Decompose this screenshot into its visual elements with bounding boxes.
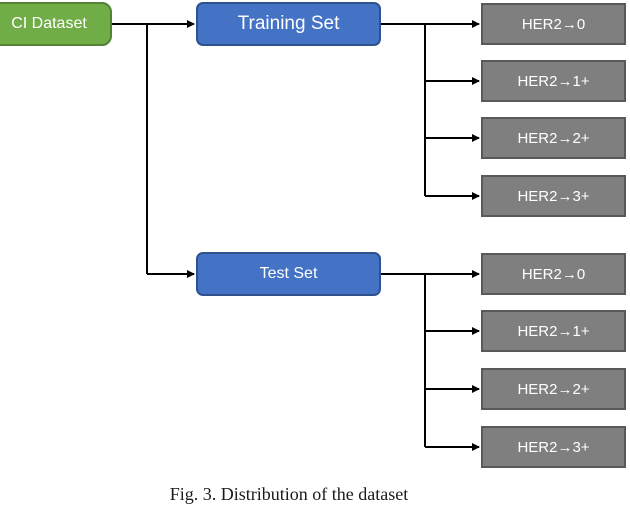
test-class-node-0: HER2→0 <box>481 253 626 295</box>
connector-lines <box>112 20 480 451</box>
test-set-label: Test Set <box>259 265 318 282</box>
test-class-node-1: HER2→1+ <box>481 310 626 352</box>
root-dataset-node: CI Dataset <box>0 2 112 46</box>
training-class-node-0: HER2→0 <box>481 3 626 45</box>
training-class-node-2: HER2→2+ <box>481 117 626 159</box>
training-set-label: Training Set <box>237 13 340 34</box>
figure-caption: Fig. 3. Distribution of the dataset <box>169 484 409 504</box>
test-class-node-2: HER2→2+ <box>481 368 626 410</box>
training-class-label: HER2→2+ <box>517 129 590 147</box>
training-class-node-1: HER2→1+ <box>481 60 626 102</box>
test-class-label: HER2→0 <box>521 265 586 283</box>
test-class-label: HER2→2+ <box>517 380 590 398</box>
test-class-label: HER2→1+ <box>517 322 590 340</box>
training-class-label: HER2→1+ <box>517 72 590 90</box>
training-class-label: HER2→0 <box>521 15 586 33</box>
training-set-node: Training Set <box>196 2 381 46</box>
training-class-label: HER2→3+ <box>517 187 590 205</box>
root-dataset-label: CI Dataset <box>11 15 87 32</box>
training-class-node-3: HER2→3+ <box>481 175 626 217</box>
test-set-node: Test Set <box>196 252 381 296</box>
dataset-distribution-diagram: CI Dataset Training Set Test Set HER2→0 … <box>0 2 626 468</box>
test-class-node-3: HER2→3+ <box>481 426 626 468</box>
test-class-label: HER2→3+ <box>517 438 590 456</box>
